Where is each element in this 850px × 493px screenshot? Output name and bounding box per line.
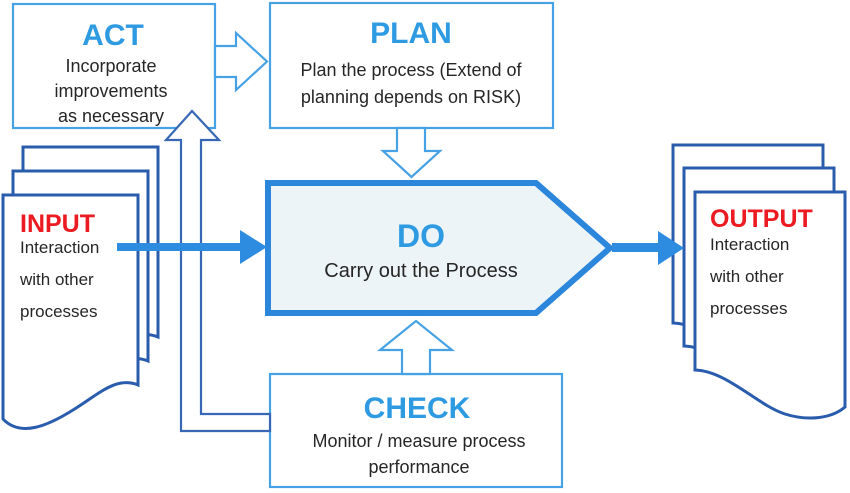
plan-body-line1: Plan the process (Extend of	[300, 60, 522, 80]
act-body-line3: as necessary	[58, 106, 164, 126]
input-body-line3: processes	[20, 302, 97, 321]
plan-title: PLAN	[370, 17, 452, 50]
input-title: INPUT	[20, 210, 95, 238]
arrow-plan-to-do	[380, 126, 443, 179]
check-body-line1: Monitor / measure process	[312, 431, 525, 451]
check-box	[268, 372, 564, 489]
act-body-line2: improvements	[54, 81, 167, 101]
arrow-input-to-do	[117, 230, 267, 264]
check-title: CHECK	[364, 392, 471, 425]
plan-body-line2: planning depends on RISK)	[301, 87, 521, 107]
act-title: ACT	[82, 19, 144, 52]
arrow-do-to-output	[612, 231, 684, 265]
output-body-line2: with other	[709, 267, 784, 286]
output-doc-front	[693, 190, 847, 420]
arrow-check-to-do	[376, 319, 456, 376]
output-body-line1: Interaction	[710, 235, 789, 254]
do-title: DO	[397, 218, 445, 254]
arrow-act-to-plan	[213, 30, 269, 93]
arrow-check-to-act	[163, 109, 272, 433]
input-doc-front	[1, 193, 140, 430]
input-body-line2: with other	[19, 270, 94, 289]
do-shape	[265, 180, 615, 316]
output-document-stack	[671, 143, 847, 420]
output-title: OUTPUT	[710, 205, 813, 233]
act-box	[11, 2, 217, 130]
input-body-line1: Interaction	[20, 238, 99, 257]
do-body: Carry out the Process	[324, 260, 517, 282]
input-document-stack	[1, 145, 160, 430]
act-body-line1: Incorporate	[65, 56, 156, 76]
output-body-line3: processes	[710, 299, 787, 318]
check-body-line2: performance	[368, 457, 469, 477]
